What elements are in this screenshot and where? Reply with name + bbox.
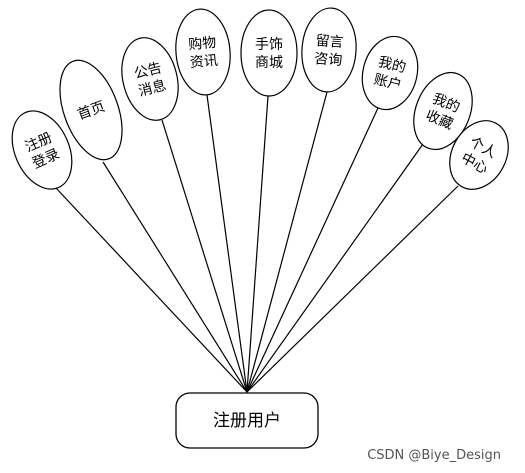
- edges: [55, 91, 459, 393]
- node-label-announcements-line-1: 消息: [137, 77, 168, 100]
- node-label-my-account-line-1: 账户: [372, 71, 403, 94]
- node-home: 首页: [59, 59, 123, 161]
- root-node: 注册用户: [175, 392, 319, 449]
- node-ellipse-my-favorites: [413, 71, 473, 151]
- edge-my-favorites: [246, 143, 424, 393]
- node-ellipse-register-login: [11, 110, 73, 190]
- node-ellipse-message-consult: [301, 7, 357, 93]
- edge-message-consult: [246, 91, 328, 393]
- node-ellipse-my-account: [361, 35, 419, 111]
- node-label-shopping-info-line-1: 资讯: [189, 53, 218, 71]
- node-label-message-consult-line-1: 咨询: [314, 51, 343, 69]
- edge-announcements: [161, 119, 248, 393]
- watermark: CSDN @Biye_Design: [367, 448, 501, 463]
- node-label-message-consult-line-0: 留言: [315, 33, 344, 51]
- edge-my-account: [246, 107, 379, 393]
- function-nodes: 注册登录首页公告消息购物资讯手饰商城留言咨询我的账户我的收藏个人中心: [11, 7, 509, 190]
- node-ellipse-personal-center: [449, 120, 509, 190]
- node-ellipse-handmade-mall: [240, 9, 298, 97]
- node-ellipse-home: [59, 59, 123, 161]
- node-label-handmade-mall-line-1: 商城: [255, 55, 283, 71]
- node-label-handmade-mall-line-0: 手饰: [255, 37, 283, 53]
- node-ellipse-shopping-info: [175, 8, 231, 96]
- node-label-announcements-line-0: 公告: [133, 60, 164, 82]
- edge-home: [102, 161, 248, 393]
- edge-shopping-info: [206, 94, 248, 393]
- node-ellipse-announcements: [121, 37, 179, 121]
- edge-handmade-mall: [246, 95, 269, 393]
- root-box: [175, 392, 319, 449]
- node-label-shopping-info-line-0: 购物: [188, 35, 217, 53]
- edge-register-login: [55, 187, 248, 393]
- node-label-my-account-line-0: 我的: [376, 54, 407, 76]
- edge-personal-center: [246, 185, 459, 393]
- root-label: 注册用户: [213, 411, 281, 431]
